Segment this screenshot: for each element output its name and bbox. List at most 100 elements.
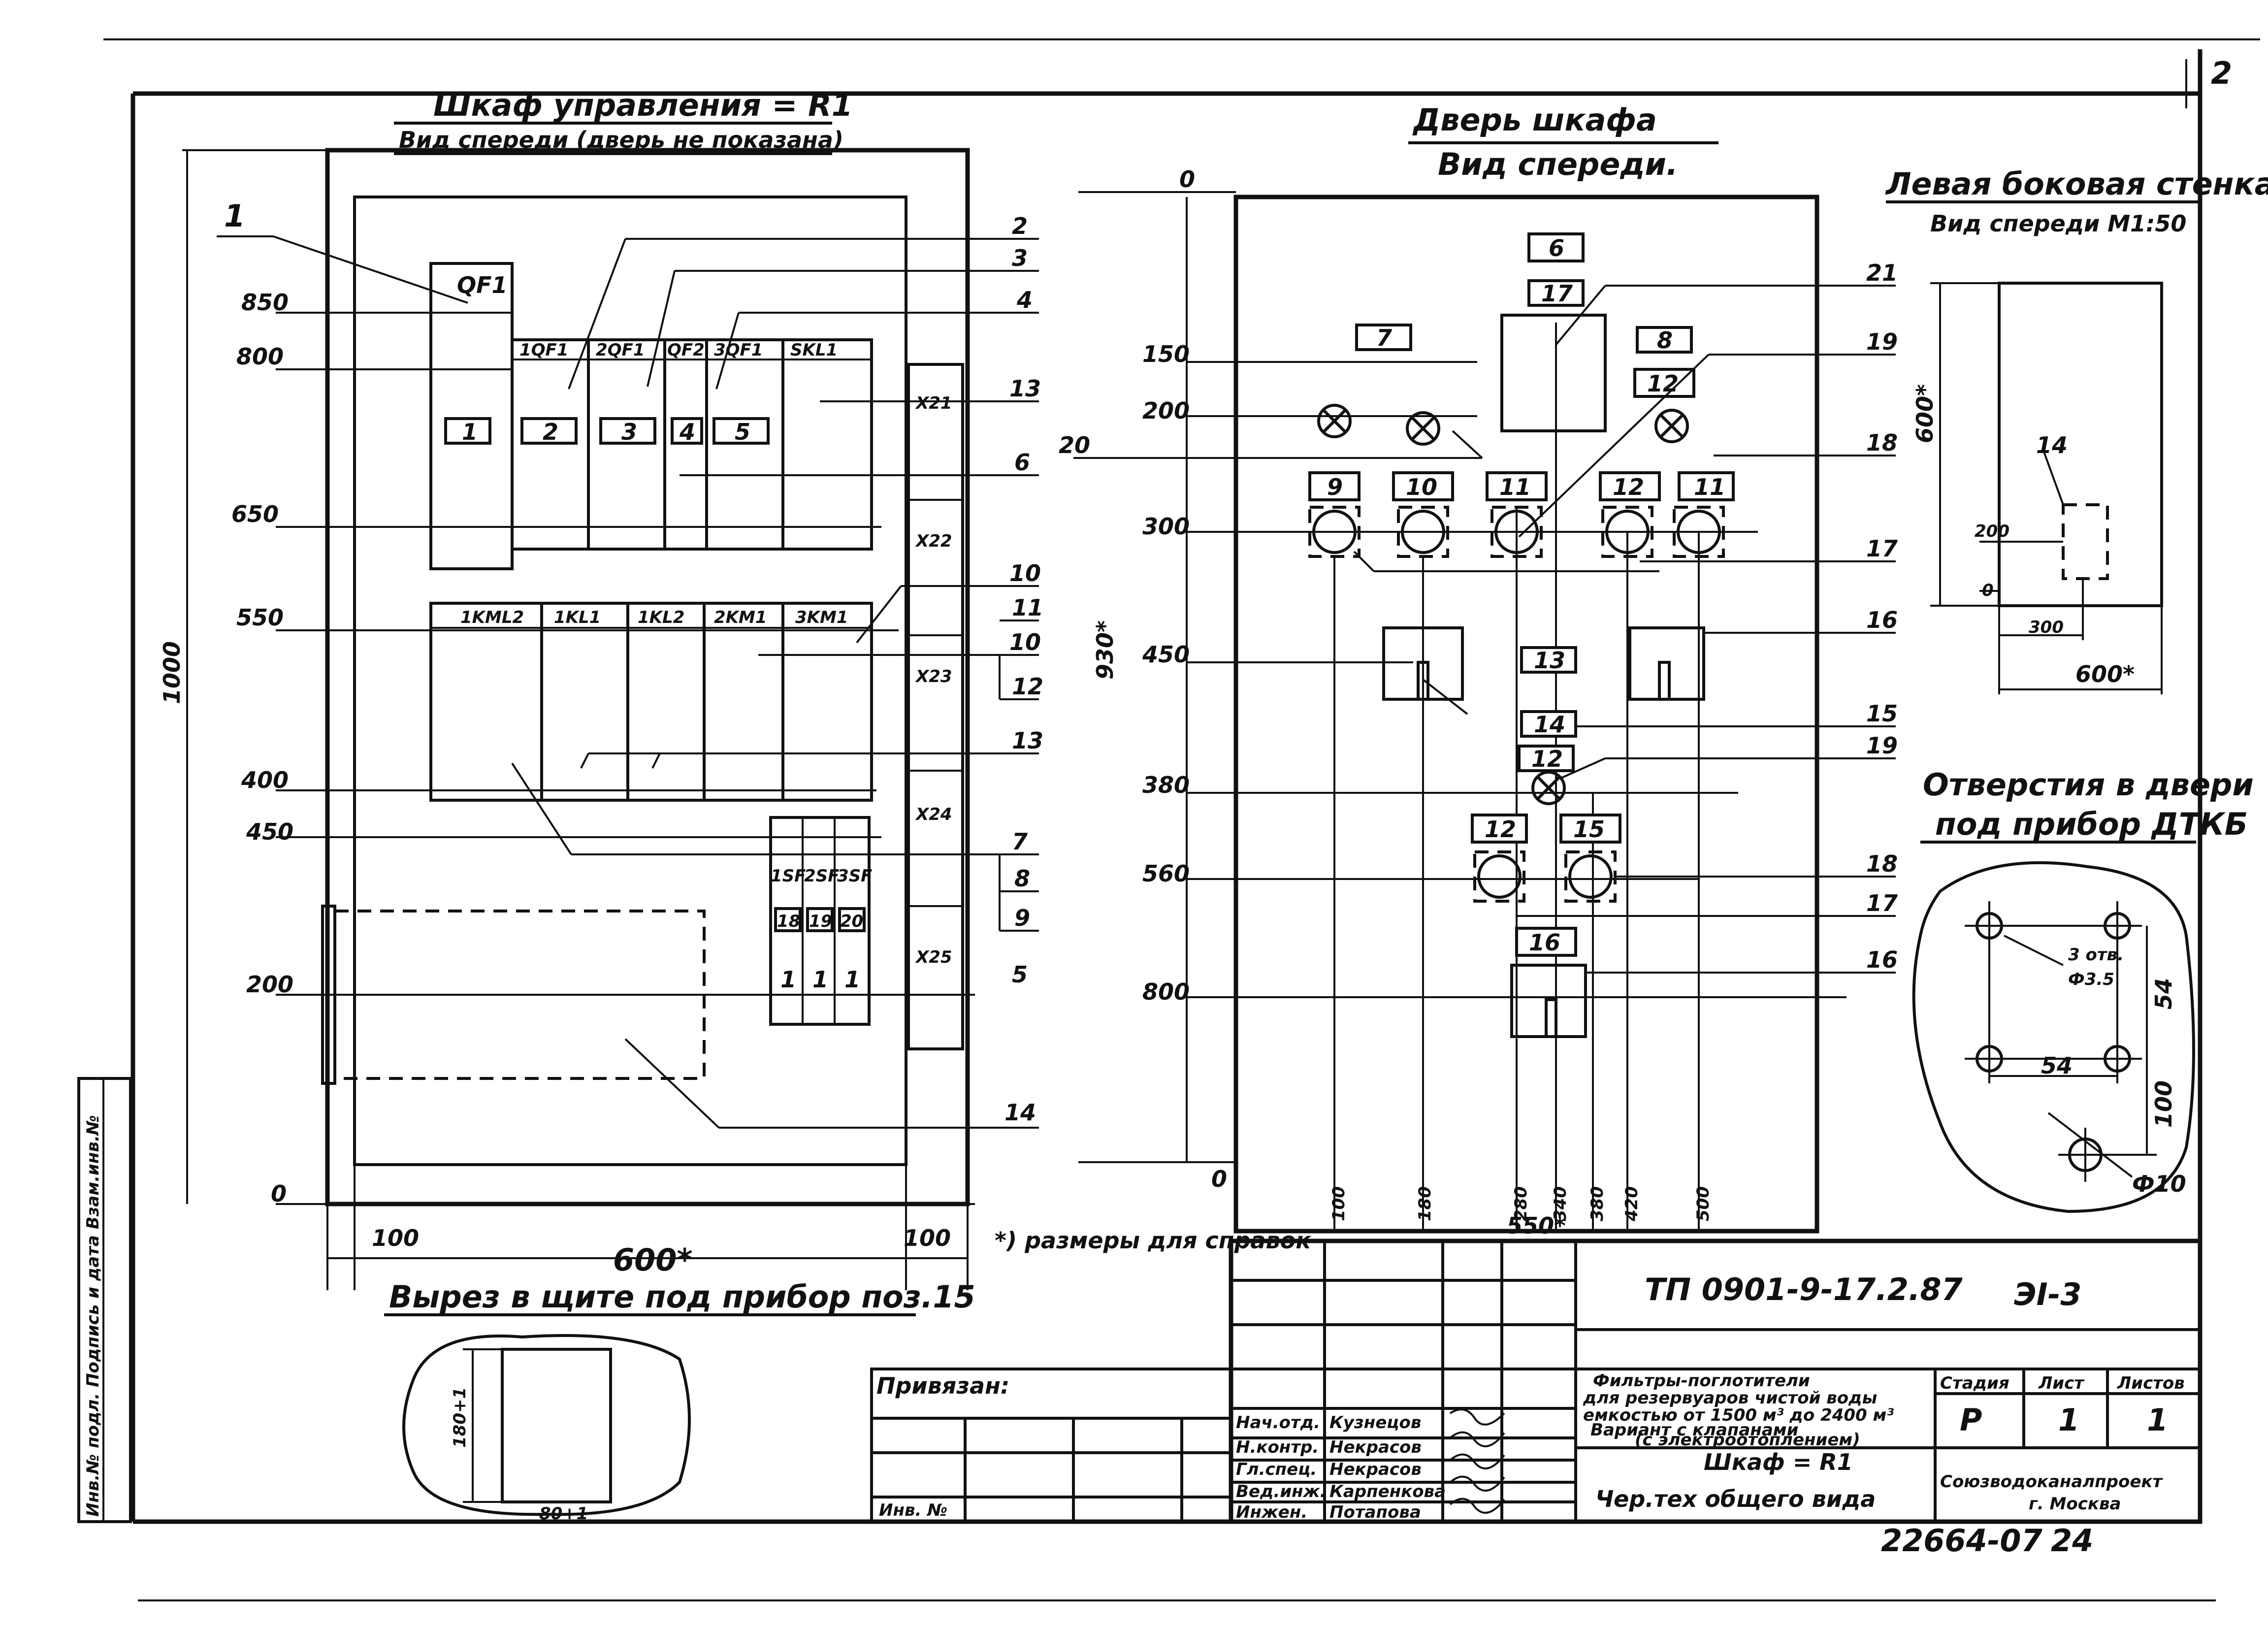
margin-stamp: Инв.№ подл. Подпись и дата Взам.инв.№ bbox=[77, 1077, 132, 1523]
door-callouts: 21 19 18 17 16 15 19 18 17 16 bbox=[1059, 260, 1898, 974]
contactor-1kl2: 1KL2 bbox=[638, 608, 684, 627]
door-callout-15: 15 bbox=[1866, 700, 1898, 727]
dim-450: 450 bbox=[246, 818, 293, 845]
side-height-dim: 600* bbox=[1912, 384, 1938, 443]
desc-line-2: для резервуаров чистой воды bbox=[1583, 1388, 1877, 1408]
door-view-subtitle: Вид спереди. bbox=[1438, 146, 1678, 182]
breaker-number-3: 3 bbox=[621, 419, 637, 445]
holes-dim-100: 100 bbox=[2150, 1080, 2177, 1128]
callout-13-lower: 13 bbox=[1012, 727, 1043, 754]
door-dim-200: 200 bbox=[1142, 397, 1190, 424]
contactor-2km1: 2KM1 bbox=[714, 608, 767, 627]
door-box-12-lower: 12 bbox=[1485, 816, 1516, 843]
desc-line-3: емкостью от 1500 м³ до 2400 м³ bbox=[1583, 1405, 1894, 1425]
door-bdim-420: 420 bbox=[1622, 1186, 1642, 1222]
door-box-11: 11 bbox=[1499, 474, 1531, 500]
callout-13-upper: 13 bbox=[1009, 375, 1041, 402]
side-view-subtitle: Вид спереди М1:50 bbox=[1930, 210, 2186, 237]
person-role-2: Н.контр. bbox=[1236, 1437, 1319, 1457]
door-dim-380: 380 bbox=[1142, 772, 1190, 798]
side-item-14: 14 bbox=[2036, 432, 2068, 458]
callout-7: 7 bbox=[1012, 828, 1028, 855]
door-bdim-380: 380 bbox=[1588, 1186, 1607, 1221]
small-breaker-number-19: 19 bbox=[809, 912, 832, 931]
door-box-16: 16 bbox=[1529, 929, 1560, 956]
small-one-2: 1 bbox=[812, 966, 828, 993]
terminal-x22: X22 bbox=[915, 531, 952, 551]
door-dim-560: 560 bbox=[1142, 860, 1190, 887]
drawing-subtitle: Чер.тех общего вида bbox=[1595, 1486, 1876, 1512]
door-box-13: 13 bbox=[1534, 647, 1565, 674]
breaker-skl1: SKL1 bbox=[790, 340, 838, 360]
door-callout-19: 19 bbox=[1866, 328, 1898, 355]
person-name-3: Некрасов bbox=[1329, 1460, 1422, 1479]
linked-table: Привязан: Инв. № bbox=[870, 1368, 1232, 1523]
callout-9: 9 bbox=[1014, 905, 1030, 931]
door-height-dim: 930* bbox=[1092, 620, 1118, 680]
breaker-number-5: 5 bbox=[735, 419, 750, 445]
person-name-1: Кузнецов bbox=[1329, 1413, 1421, 1433]
bottom-dim-100-left: 100 bbox=[372, 1225, 419, 1251]
holes-three: 3 отв. bbox=[2068, 945, 2124, 965]
door-box-11-right: 11 bbox=[1694, 474, 1725, 500]
door-bdim-100: 100 bbox=[1329, 1186, 1349, 1221]
breaker-number-2: 2 bbox=[543, 419, 558, 445]
small-breaker-2sf: 2SF bbox=[804, 866, 839, 886]
cabinet-height-dim: 1000 bbox=[159, 641, 185, 704]
signature-4 bbox=[1449, 1475, 1505, 1492]
door-bdim-280: 280 bbox=[1511, 1186, 1531, 1221]
door-zero-bottom: 0 bbox=[1211, 1166, 1227, 1192]
title-block: ТП 0901-9-17.2.87 ЭI-3 Фильтры-поглотите… bbox=[1229, 1238, 2203, 1524]
holes-dim-54-h: 54 bbox=[2041, 1052, 2073, 1079]
door-box-6: 6 bbox=[1549, 235, 1564, 261]
indicator-lamps bbox=[1317, 404, 1689, 805]
bottom-dim-100-right: 100 bbox=[904, 1225, 951, 1251]
door-box-17: 17 bbox=[1541, 280, 1573, 307]
door-box-8: 8 bbox=[1657, 327, 1673, 354]
holes-d35: Ф3.5 bbox=[2068, 970, 2114, 989]
callout-10-second: 10 bbox=[1009, 629, 1041, 655]
cutout-height: 180+1 bbox=[450, 1387, 470, 1448]
stage-value: Р bbox=[1960, 1402, 1982, 1438]
door-box-12-top: 12 bbox=[1647, 370, 1679, 397]
door-callout-18: 18 bbox=[1866, 429, 1898, 456]
door-box-14: 14 bbox=[1534, 711, 1565, 738]
small-breaker-3sf: 3SF bbox=[837, 866, 872, 886]
door-box-15: 15 bbox=[1573, 816, 1605, 843]
bottom-dim-600: 600* bbox=[613, 1242, 693, 1278]
side-view-title: Левая боковая стенка bbox=[1885, 166, 2268, 202]
contactor-3km1: 3KM1 bbox=[795, 608, 848, 627]
door-dim-800: 800 bbox=[1142, 978, 1190, 1005]
stage-header: Стадия bbox=[1940, 1373, 2009, 1393]
dim-650: 650 bbox=[231, 501, 279, 527]
callout-11: 11 bbox=[1012, 594, 1043, 621]
cabinet-view-title: Шкаф управления = R1 bbox=[433, 87, 853, 123]
sheet-number: 2 bbox=[2211, 55, 2232, 91]
breaker-1qf1: 1QF1 bbox=[519, 340, 568, 360]
door-box-10: 10 bbox=[1406, 474, 1437, 500]
cutout-detail: Вырез в щите под прибор поз.15 180+1 80+… bbox=[384, 1279, 975, 1524]
inv-number-label: Инв. № bbox=[879, 1500, 947, 1520]
callout-12: 12 bbox=[1012, 673, 1043, 700]
dim-550: 550 bbox=[236, 604, 284, 631]
callout-1: 1 bbox=[224, 198, 245, 234]
cabinet-callouts: 1 2 3 4 13 6 10 11 10 12 bbox=[217, 198, 1043, 1129]
callout-14: 14 bbox=[1004, 1099, 1036, 1126]
desc-line-5: (с электроотоплением) bbox=[1635, 1430, 1860, 1450]
person-role-5: Инжен. bbox=[1236, 1502, 1307, 1522]
desc-line-1: Фильтры-поглотители bbox=[1593, 1371, 1810, 1391]
contactor-1kl1: 1KL1 bbox=[554, 608, 601, 627]
signature-5 bbox=[1449, 1498, 1505, 1514]
door-callout-21: 21 bbox=[1866, 260, 1898, 286]
small-breaker-number-18: 18 bbox=[777, 912, 800, 931]
sheets-value: 1 bbox=[2147, 1402, 2168, 1438]
side-dim-300: 300 bbox=[2029, 618, 2064, 637]
person-name-4: Карпенкова bbox=[1329, 1482, 1446, 1501]
door-width-dim: 550* bbox=[1507, 1212, 1566, 1239]
cutout-title: Вырез в щите под прибор поз.15 bbox=[389, 1279, 975, 1315]
side-dim-0: 0 bbox=[1982, 581, 1994, 600]
cabinet-front-view: Шкаф управления = R1 Вид спереди (дверь … bbox=[159, 87, 1043, 1290]
sheet-header: Лист bbox=[2038, 1373, 2085, 1393]
door-callout-17-lower: 17 bbox=[1866, 890, 1898, 916]
door-box-12: 12 bbox=[1613, 474, 1644, 500]
